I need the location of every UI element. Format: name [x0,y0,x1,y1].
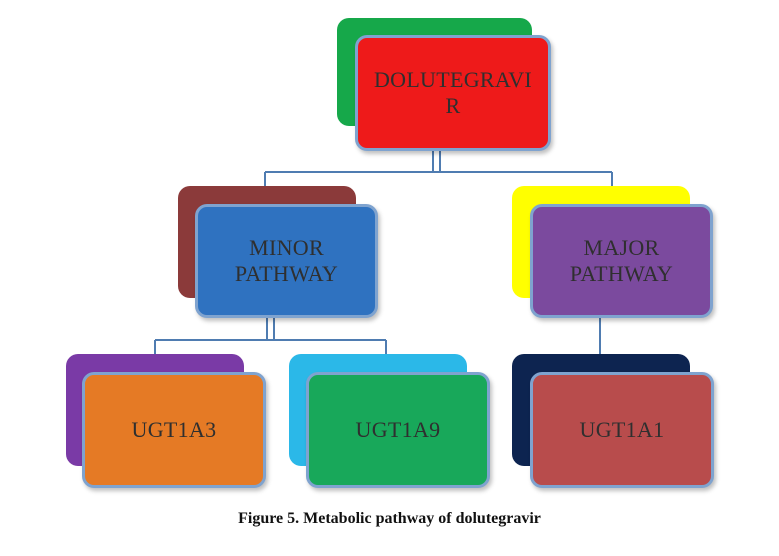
ugt1a1-node: UGT1A1 [530,372,714,488]
ugt1a3-node: UGT1A3 [82,372,266,488]
figure-caption: Figure 5. Metabolic pathway of dolutegra… [238,510,541,527]
ugt1a9-label: UGT1A9 [355,417,441,442]
ugt1a1-label: UGT1A1 [579,417,665,442]
ugt1a9-node: UGT1A9 [306,372,490,488]
ugt1a3-label: UGT1A3 [131,417,217,442]
